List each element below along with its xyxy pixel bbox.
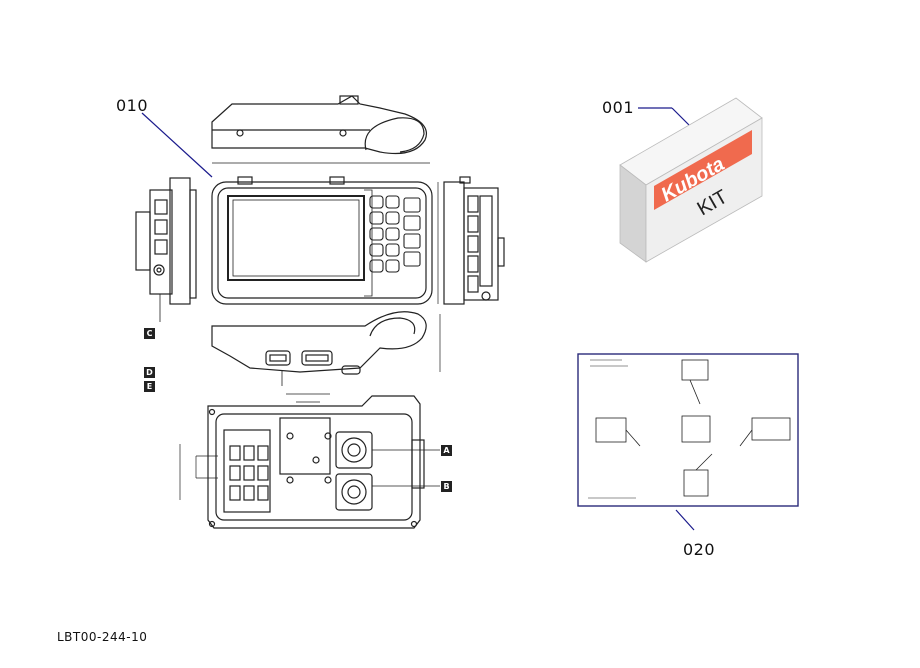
document-id: LBT00-244-10 xyxy=(57,630,148,644)
tag-a: A xyxy=(441,445,452,456)
kit-box xyxy=(619,97,763,263)
tag-d: D xyxy=(144,367,155,378)
kit-box-brand-label xyxy=(654,130,752,210)
display-top-view xyxy=(211,95,430,164)
keypad-grid xyxy=(369,195,421,273)
tag-b: B xyxy=(441,481,452,492)
display-right-view xyxy=(443,176,505,305)
callout-020: 020 xyxy=(683,540,716,559)
display-front-view xyxy=(211,176,439,305)
leader-line-010 xyxy=(141,112,213,178)
leader-line-020 xyxy=(675,509,695,531)
display-left-view xyxy=(135,177,197,322)
display-bottom-view xyxy=(211,311,441,386)
callout-001: 001 xyxy=(602,98,635,117)
tag-e: E xyxy=(144,381,155,392)
leader-arrow-001 xyxy=(671,107,691,127)
tag-c: C xyxy=(144,328,155,339)
display-rear-view xyxy=(179,393,440,529)
callout-010: 010 xyxy=(116,96,149,115)
instruction-sheet xyxy=(577,353,799,507)
